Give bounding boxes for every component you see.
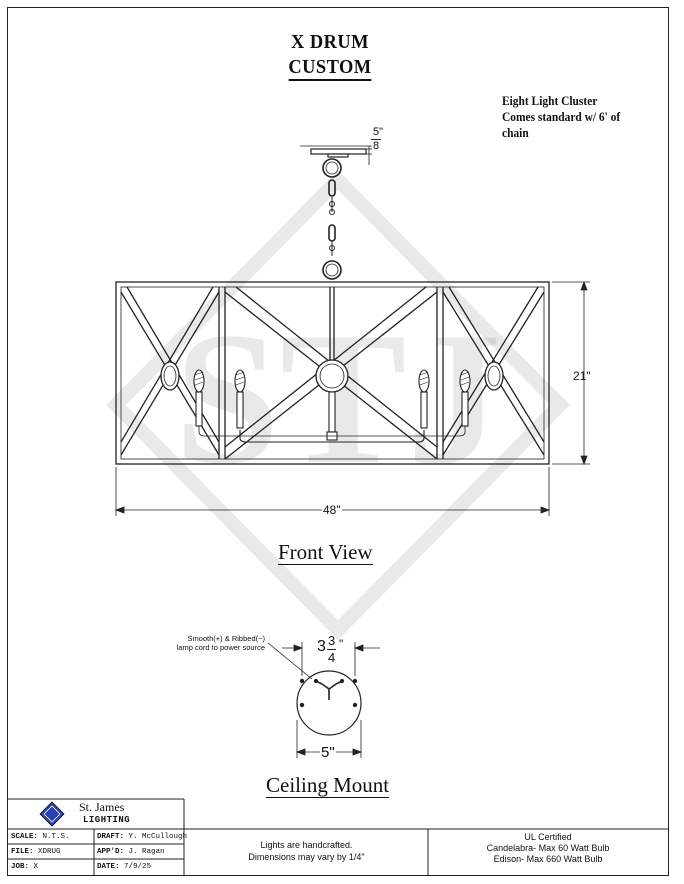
canopy	[300, 145, 372, 165]
mount-diameter-dim: 5"	[320, 744, 336, 761]
ceiling-mount-drawing	[267, 642, 380, 758]
drawing-sheet	[7, 7, 669, 876]
drawing-title-line1: X DRUM	[291, 31, 369, 53]
mount-inner-dim-unit: "	[339, 637, 344, 651]
ceiling-mount-label: Ceiling Mount	[266, 773, 390, 798]
chain	[322, 158, 342, 280]
watermark-letters: STJ	[174, 294, 501, 504]
drawing-title-line2: CUSTOM	[26, 56, 633, 81]
note-line2: Comes standard w/ 6' of	[502, 109, 621, 124]
fixture-notes: Eight Light Cluster Comes standard w/ 6'…	[502, 93, 620, 141]
lamp-cord-callout: Smooth(+) & Ribbed(−) lamp cord to power…	[176, 634, 265, 652]
svg-text:STJ: STJ	[174, 294, 501, 504]
company-name: St. James	[79, 800, 125, 814]
note-line3: chain	[502, 125, 529, 140]
height-dimension: 21"	[573, 369, 591, 383]
company-logo-icon	[39, 801, 65, 827]
ul-certification: UL Certified Candelabra- Max 60 Watt Bul…	[486, 832, 610, 864]
title-block-grid	[8, 798, 668, 875]
date-field: DATE: 7/9/25	[97, 863, 152, 871]
watermark-logo	[106, 170, 570, 640]
draft-field: DRAFT: Y. McCullough	[97, 833, 188, 841]
mount-inner-dim-numerator: 3	[328, 633, 336, 648]
note-line1: Eight Light Cluster	[502, 93, 598, 108]
width-dimension: 48"	[322, 503, 342, 517]
mount-inner-dim-denominator: 4	[327, 649, 337, 665]
scale-field: SCALE: N.T.S.	[11, 833, 70, 841]
appd-field: APP'D: J. Ragan	[97, 848, 165, 856]
file-field: FILE: XDRUG	[11, 848, 61, 856]
canopy-dim-denominator: 8	[371, 139, 382, 152]
handcrafted-note: Lights are handcrafted. Dimensions may v…	[248, 840, 365, 862]
candles	[193, 369, 471, 443]
medallions	[160, 359, 504, 393]
front-view-label: Front View	[278, 540, 373, 565]
canopy-dim-numerator: 5"	[373, 126, 384, 138]
company-subname: LIGHTING	[83, 815, 131, 825]
mount-inner-dim-whole: 3	[317, 638, 326, 655]
job-field: JOB: X	[11, 863, 39, 871]
